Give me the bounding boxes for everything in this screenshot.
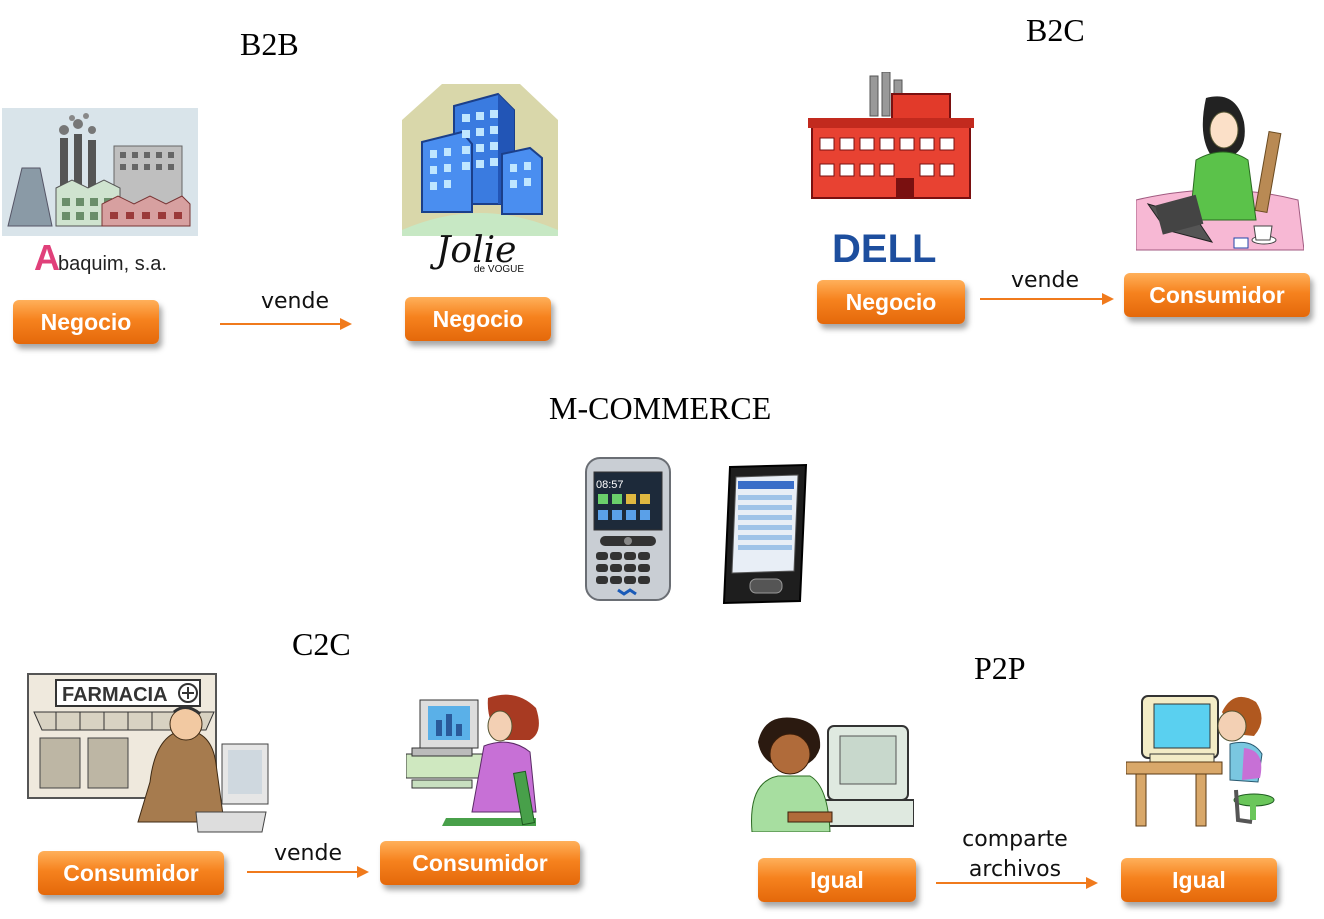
c2c-title: C2C — [292, 626, 351, 662]
mcommerce-title: M-COMMERCE — [549, 390, 772, 426]
pharmacy-sign-text: FARMACIA — [62, 684, 168, 706]
p2p-verb-label-line2: archivos — [968, 857, 1062, 882]
b2c-title: B2C — [1026, 12, 1085, 48]
b2c-buyer-button: Consumidor — [1124, 273, 1310, 317]
svg-text:A: A — [34, 237, 60, 278]
woman-computer-icon — [406, 694, 539, 826]
b2b-seller-button: Negocio — [13, 300, 159, 344]
b2b-title: B2B — [240, 26, 299, 62]
b2b-arrow — [220, 318, 352, 330]
pharmacy-shop-icon: FARMACIA — [27, 673, 269, 833]
p2p-title: P2P — [974, 650, 1026, 686]
b2b-buyer-button: Negocio — [405, 297, 551, 341]
b2b-verb-label: vende — [261, 289, 329, 314]
pda-icon — [722, 463, 808, 605]
p2p-seller-button: Igual — [758, 858, 916, 902]
abaquim-logo-text: baquim, s.a. — [58, 253, 167, 275]
red-factory-icon: DELL — [808, 72, 974, 268]
svg-text:de VOGUE: de VOGUE — [474, 264, 524, 275]
smartphone-icon: 08:57 — [585, 457, 671, 601]
child-computer-icon — [1126, 695, 1275, 827]
p2p-verb-label-line1: comparte — [962, 827, 1068, 852]
p2p-buyer-button: Igual — [1121, 858, 1277, 902]
p2p-arrow — [936, 877, 1098, 889]
b2c-seller-button: Negocio — [817, 280, 965, 324]
dell-logo-text: DELL — [832, 227, 936, 268]
b2c-arrow — [980, 293, 1114, 305]
factory-icon: A baquim, s.a. — [2, 108, 198, 278]
boy-computer-icon — [751, 717, 914, 832]
office-building-icon: Jolie de VOGUE — [402, 84, 558, 275]
c2c-arrow — [247, 866, 369, 878]
c2c-seller-button: Consumidor — [38, 851, 224, 895]
b2c-verb-label: vende — [1011, 268, 1079, 293]
phone-time-text: 08:57 — [596, 479, 624, 491]
c2c-buyer-button: Consumidor — [380, 841, 580, 885]
jolie-logo-text: Jolie — [429, 230, 516, 271]
c2c-verb-label: vende — [274, 841, 342, 866]
woman-laptop-icon — [1136, 96, 1304, 251]
